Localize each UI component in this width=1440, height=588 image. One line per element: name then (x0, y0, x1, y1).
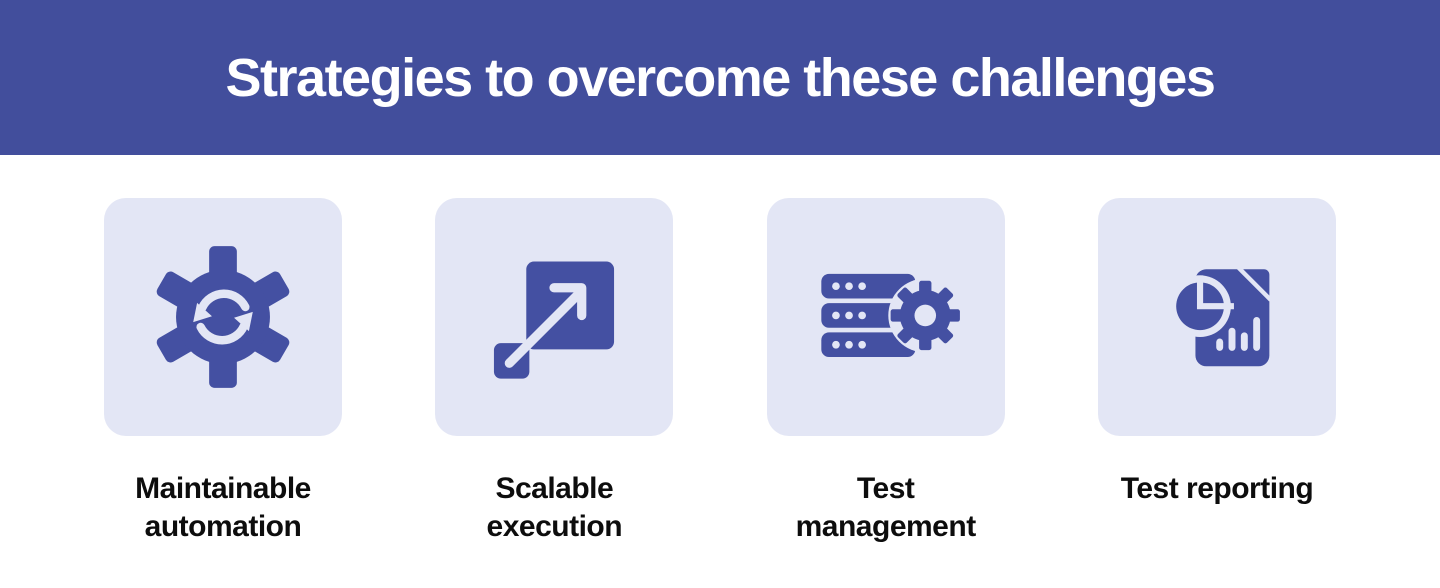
cards-row (0, 198, 1440, 436)
scale-expand-icon (494, 261, 615, 379)
card-label-test-reporting: Test reporting (1120, 472, 1314, 505)
card-scalable-execution (435, 198, 674, 436)
infographic-page: Strategies to overcome these challenges (0, 0, 1440, 547)
card-label-scalable-execution: Scalable execution (486, 472, 623, 544)
card-label-test-management: Test management (795, 472, 977, 544)
page-title: Strategies to overcome these challenges (225, 47, 1216, 108)
report-document-icon (1169, 269, 1270, 367)
server-gear-icon (820, 273, 962, 358)
gear-sync-icon (156, 246, 290, 388)
card-maintainable-automation (104, 198, 342, 436)
card-label-maintainable-automation: Maintainable automation (135, 472, 311, 544)
labels-row: Maintainable automation Scalable executi… (0, 470, 1440, 547)
header-banner: Strategies to overcome these challenges (0, 0, 1440, 155)
card-test-reporting (1097, 198, 1336, 436)
card-test-management (766, 198, 1005, 436)
